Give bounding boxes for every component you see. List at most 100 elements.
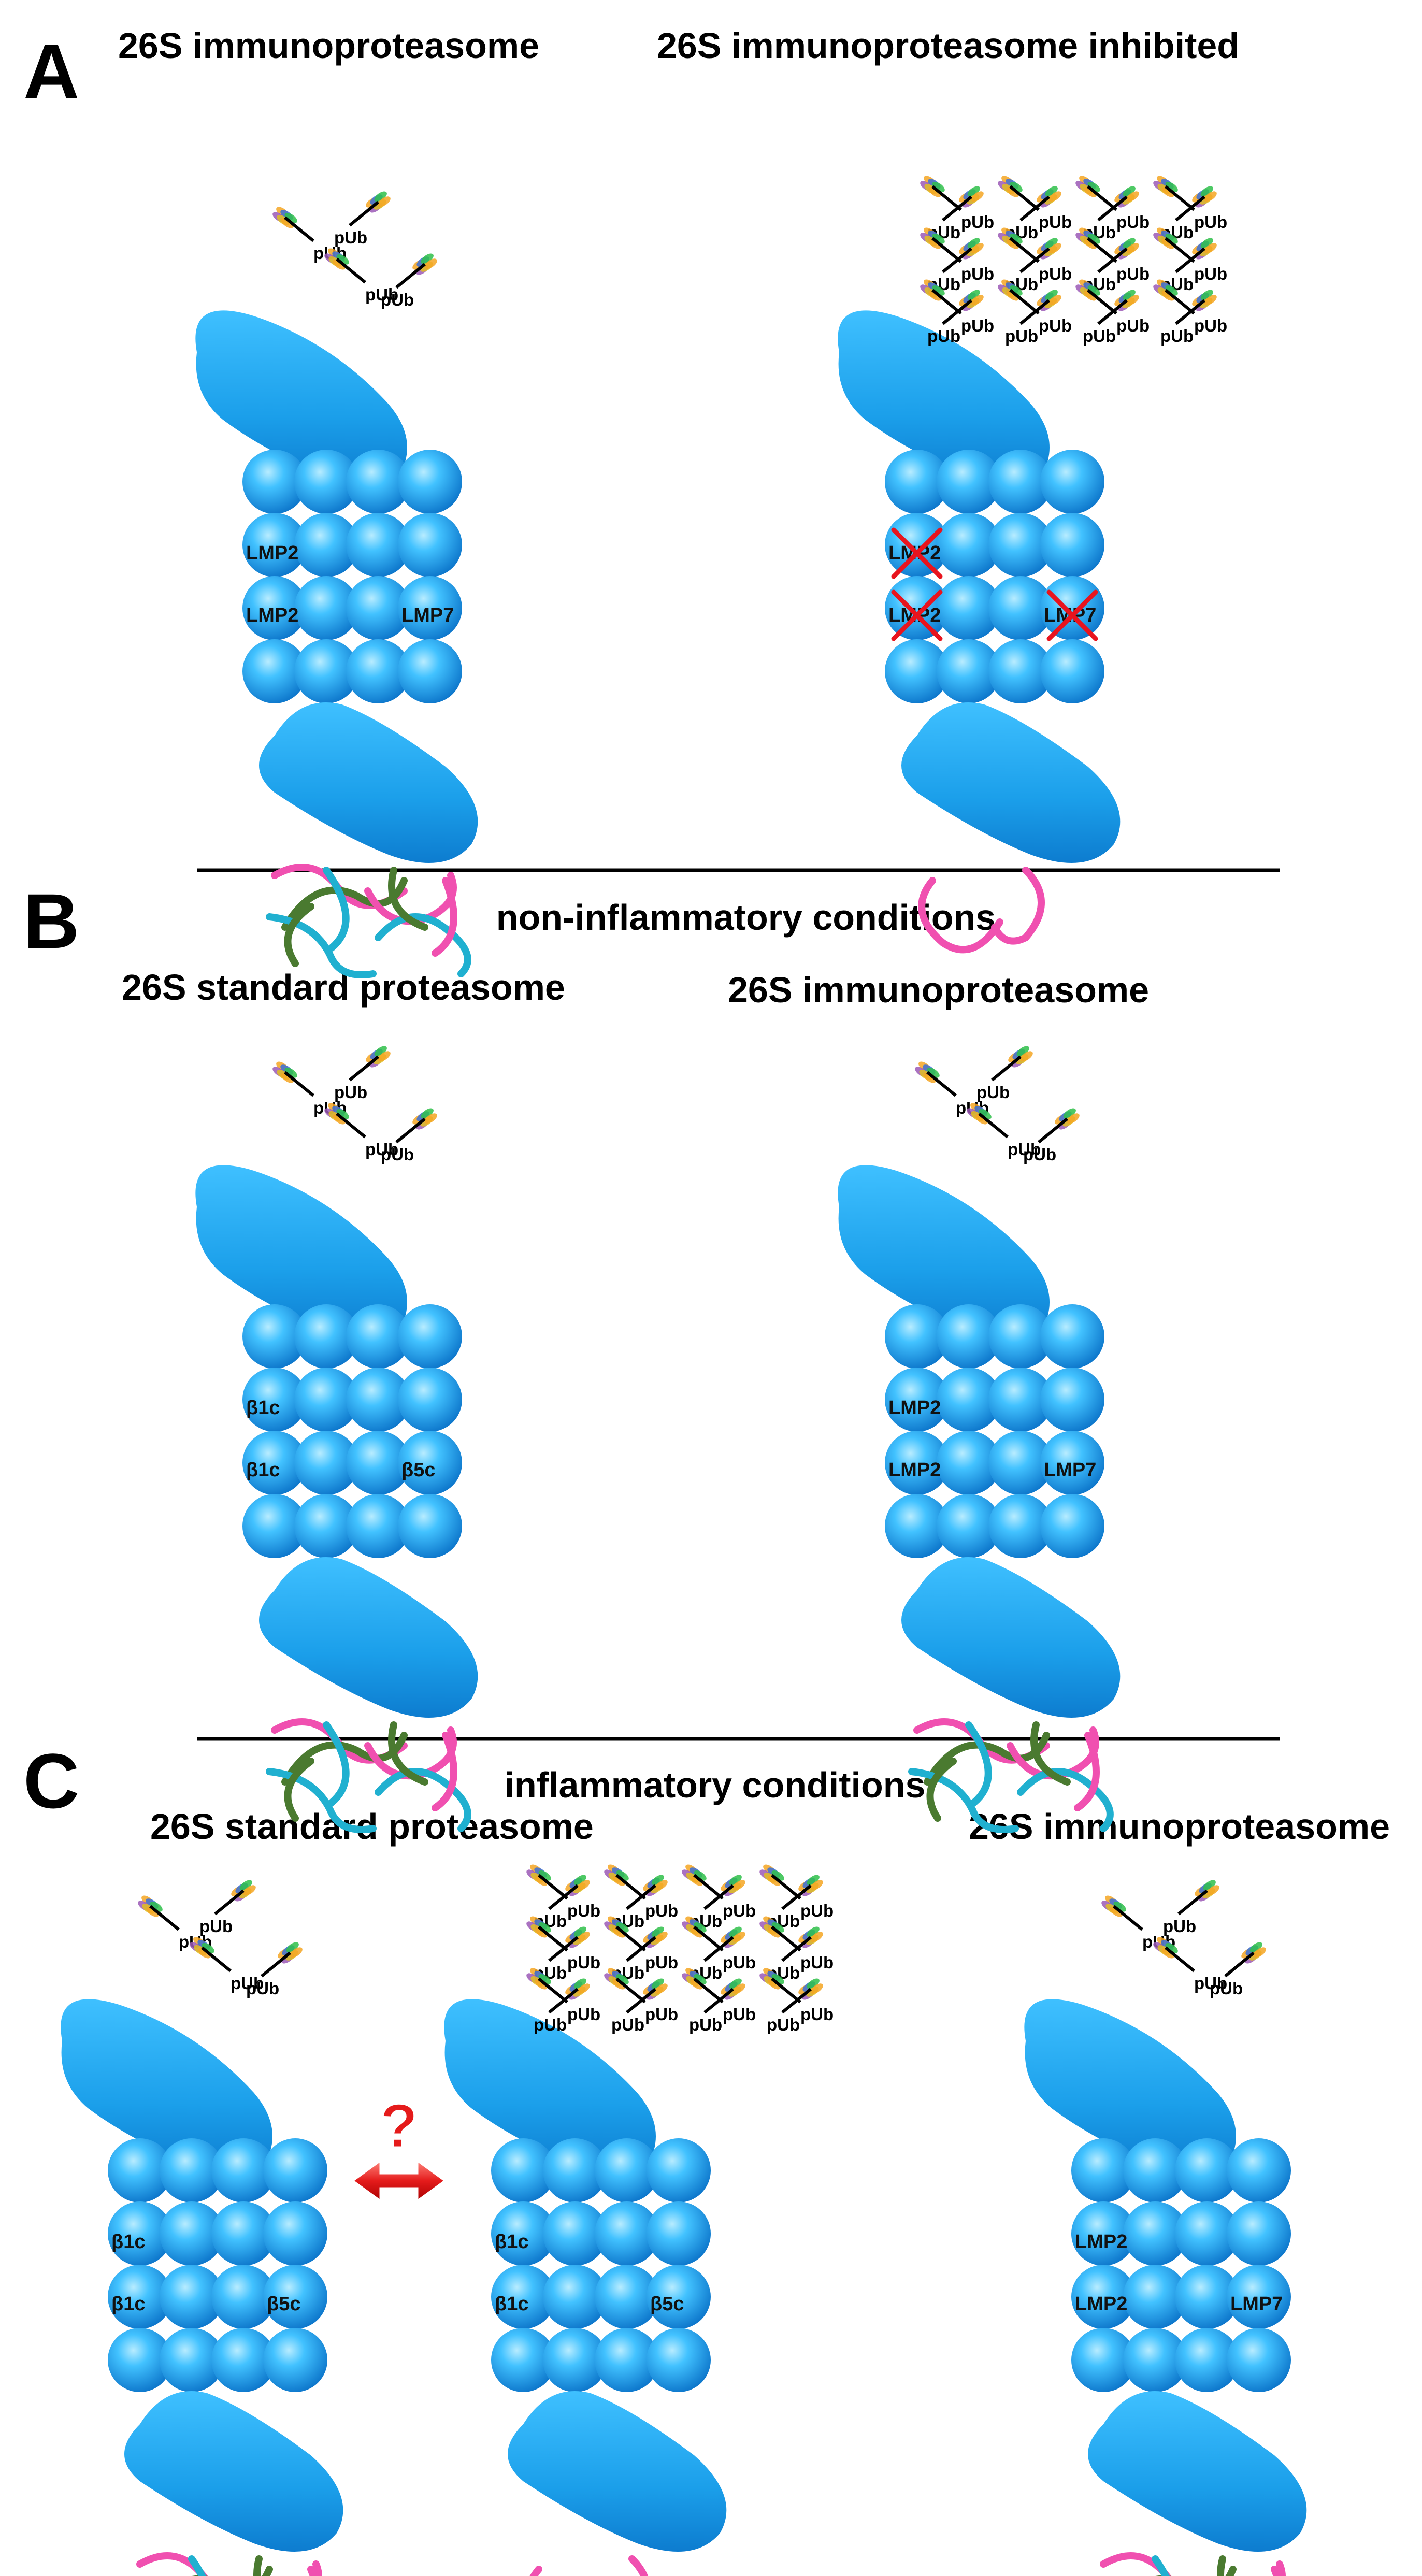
core-subunit [160,2265,224,2329]
core-subunit [937,1494,1001,1558]
subunit-label: β1c [246,1459,280,1481]
core-subunit [491,2328,555,2392]
peptide-products [918,867,1045,954]
pub-label: pUb [800,1953,834,1972]
core-subunit [211,2138,276,2203]
lower-cap [901,702,1121,863]
core-subunit [108,2201,172,2266]
core-subunit [937,513,1001,577]
core-subunit [398,576,462,640]
core-subunit [211,2201,276,2266]
title-a-left: 26S immunoproteasome [118,25,539,66]
proteasome-a-inhibited: LMP2LMP2LMP7pUbpUbpUbpUbpUbpUbpUbpUbpUbp… [838,176,1227,954]
core-subunit [346,576,410,640]
pub-label: pUb [1023,1145,1056,1164]
core-subunit [885,1368,949,1432]
subunit-label: LMP7 [1044,1459,1096,1481]
pub-label: pUb [645,1901,678,1920]
pub-label: pUb [381,290,414,309]
core-subunit [1175,2328,1239,2392]
ub-substrate: pUb [1163,1880,1219,1936]
core-subunit [294,450,358,514]
subunit-label: β1c [495,2231,528,2253]
pub-label: pUb [231,1974,264,1993]
pub-label: pUb [381,1145,414,1164]
core-subunit [885,576,949,640]
core-subunit [595,2201,659,2266]
ub-substrate: pUb [689,1978,745,2034]
core-subunit [242,513,307,577]
ub-substrate: pUb [759,1968,834,2024]
core-subunit [885,639,949,703]
core-subunit [160,2201,224,2266]
upper-cap [838,1165,1050,1342]
core-subunit [988,513,1053,577]
lower-cap [901,1557,1121,1718]
ub-substrate: pUb [1153,176,1227,232]
lower-cap [1088,2391,1307,2552]
core-subunit [988,639,1053,703]
core-subunit [398,639,462,703]
ub-substrate: pUb [920,227,994,283]
ub-substrate: pUb [334,191,391,247]
ub-substrate: pUb [915,1061,989,1117]
pub-label: pUb [1194,264,1227,283]
pub-label: pUb [1039,212,1072,232]
pub-label: pUb [800,2005,834,2024]
core-subunit [1123,2201,1187,2266]
core-subunit [1071,2265,1136,2329]
core-subunit [885,513,949,577]
core-subunit [398,513,462,577]
pub-label: pUb [1194,1974,1227,1993]
upper-cap [838,310,1050,487]
ub-substrate: pUb [381,253,437,309]
core-subunit [294,576,358,640]
peptide-products [136,2552,322,2576]
ub-substrate: pUb [682,1864,756,1920]
pub-label: pUb [334,1083,367,1102]
core-subunit [346,450,410,514]
pub-label: pUb [365,285,398,304]
upper-cap [61,1999,272,2176]
core-subunit [263,2265,327,2329]
core-subunit [647,2201,711,2266]
ub-substrate: pUb [1075,227,1150,283]
ub-substrate: pUb [767,1875,823,1931]
pub-label: pUb [1116,264,1150,283]
core-subunit [1227,2265,1291,2329]
proteasome-groups: LMP2LMP2LMP7pUbpUbpUbpUbLMP2LMP2LMP7pUbp… [61,176,1307,2576]
pub-label: pUb [1116,212,1150,232]
ub-substrate: pUb [526,1916,600,1972]
pub-label: pUb [927,326,960,346]
ub-substrate: pUb [920,279,994,335]
core-subunit [242,1494,307,1558]
core-subunit [1040,1368,1104,1432]
core-subunit [263,2201,327,2266]
core-subunit [988,1368,1053,1432]
pub-label: pUb [723,1953,756,1972]
core-subunit [211,2265,276,2329]
core-subunit [398,450,462,514]
ub-substrate: pUb [526,1864,600,1920]
ub-substrate: pUb [927,238,984,294]
peptide-products [908,1718,1114,1833]
ub-substrate: pUb [604,1968,678,2024]
ub-substrate: pUb [199,1880,256,1936]
upper-cap [195,310,407,487]
heading-c: inflammatory conditions [505,1765,926,1805]
inhibition-x-icon [891,527,943,579]
core-subunit [398,1494,462,1558]
core-subunit [1123,2265,1187,2329]
core-subunit [1040,513,1104,577]
pub-label: pUb [1005,326,1038,346]
core-subunit [242,450,307,514]
panel-letter-a: A [23,28,79,115]
pub-label: pUb [534,2015,567,2034]
subunit-label: LMP2 [1075,2293,1127,2315]
ub-substrate: pUb [767,1978,823,2034]
core-subunit [294,1368,358,1432]
